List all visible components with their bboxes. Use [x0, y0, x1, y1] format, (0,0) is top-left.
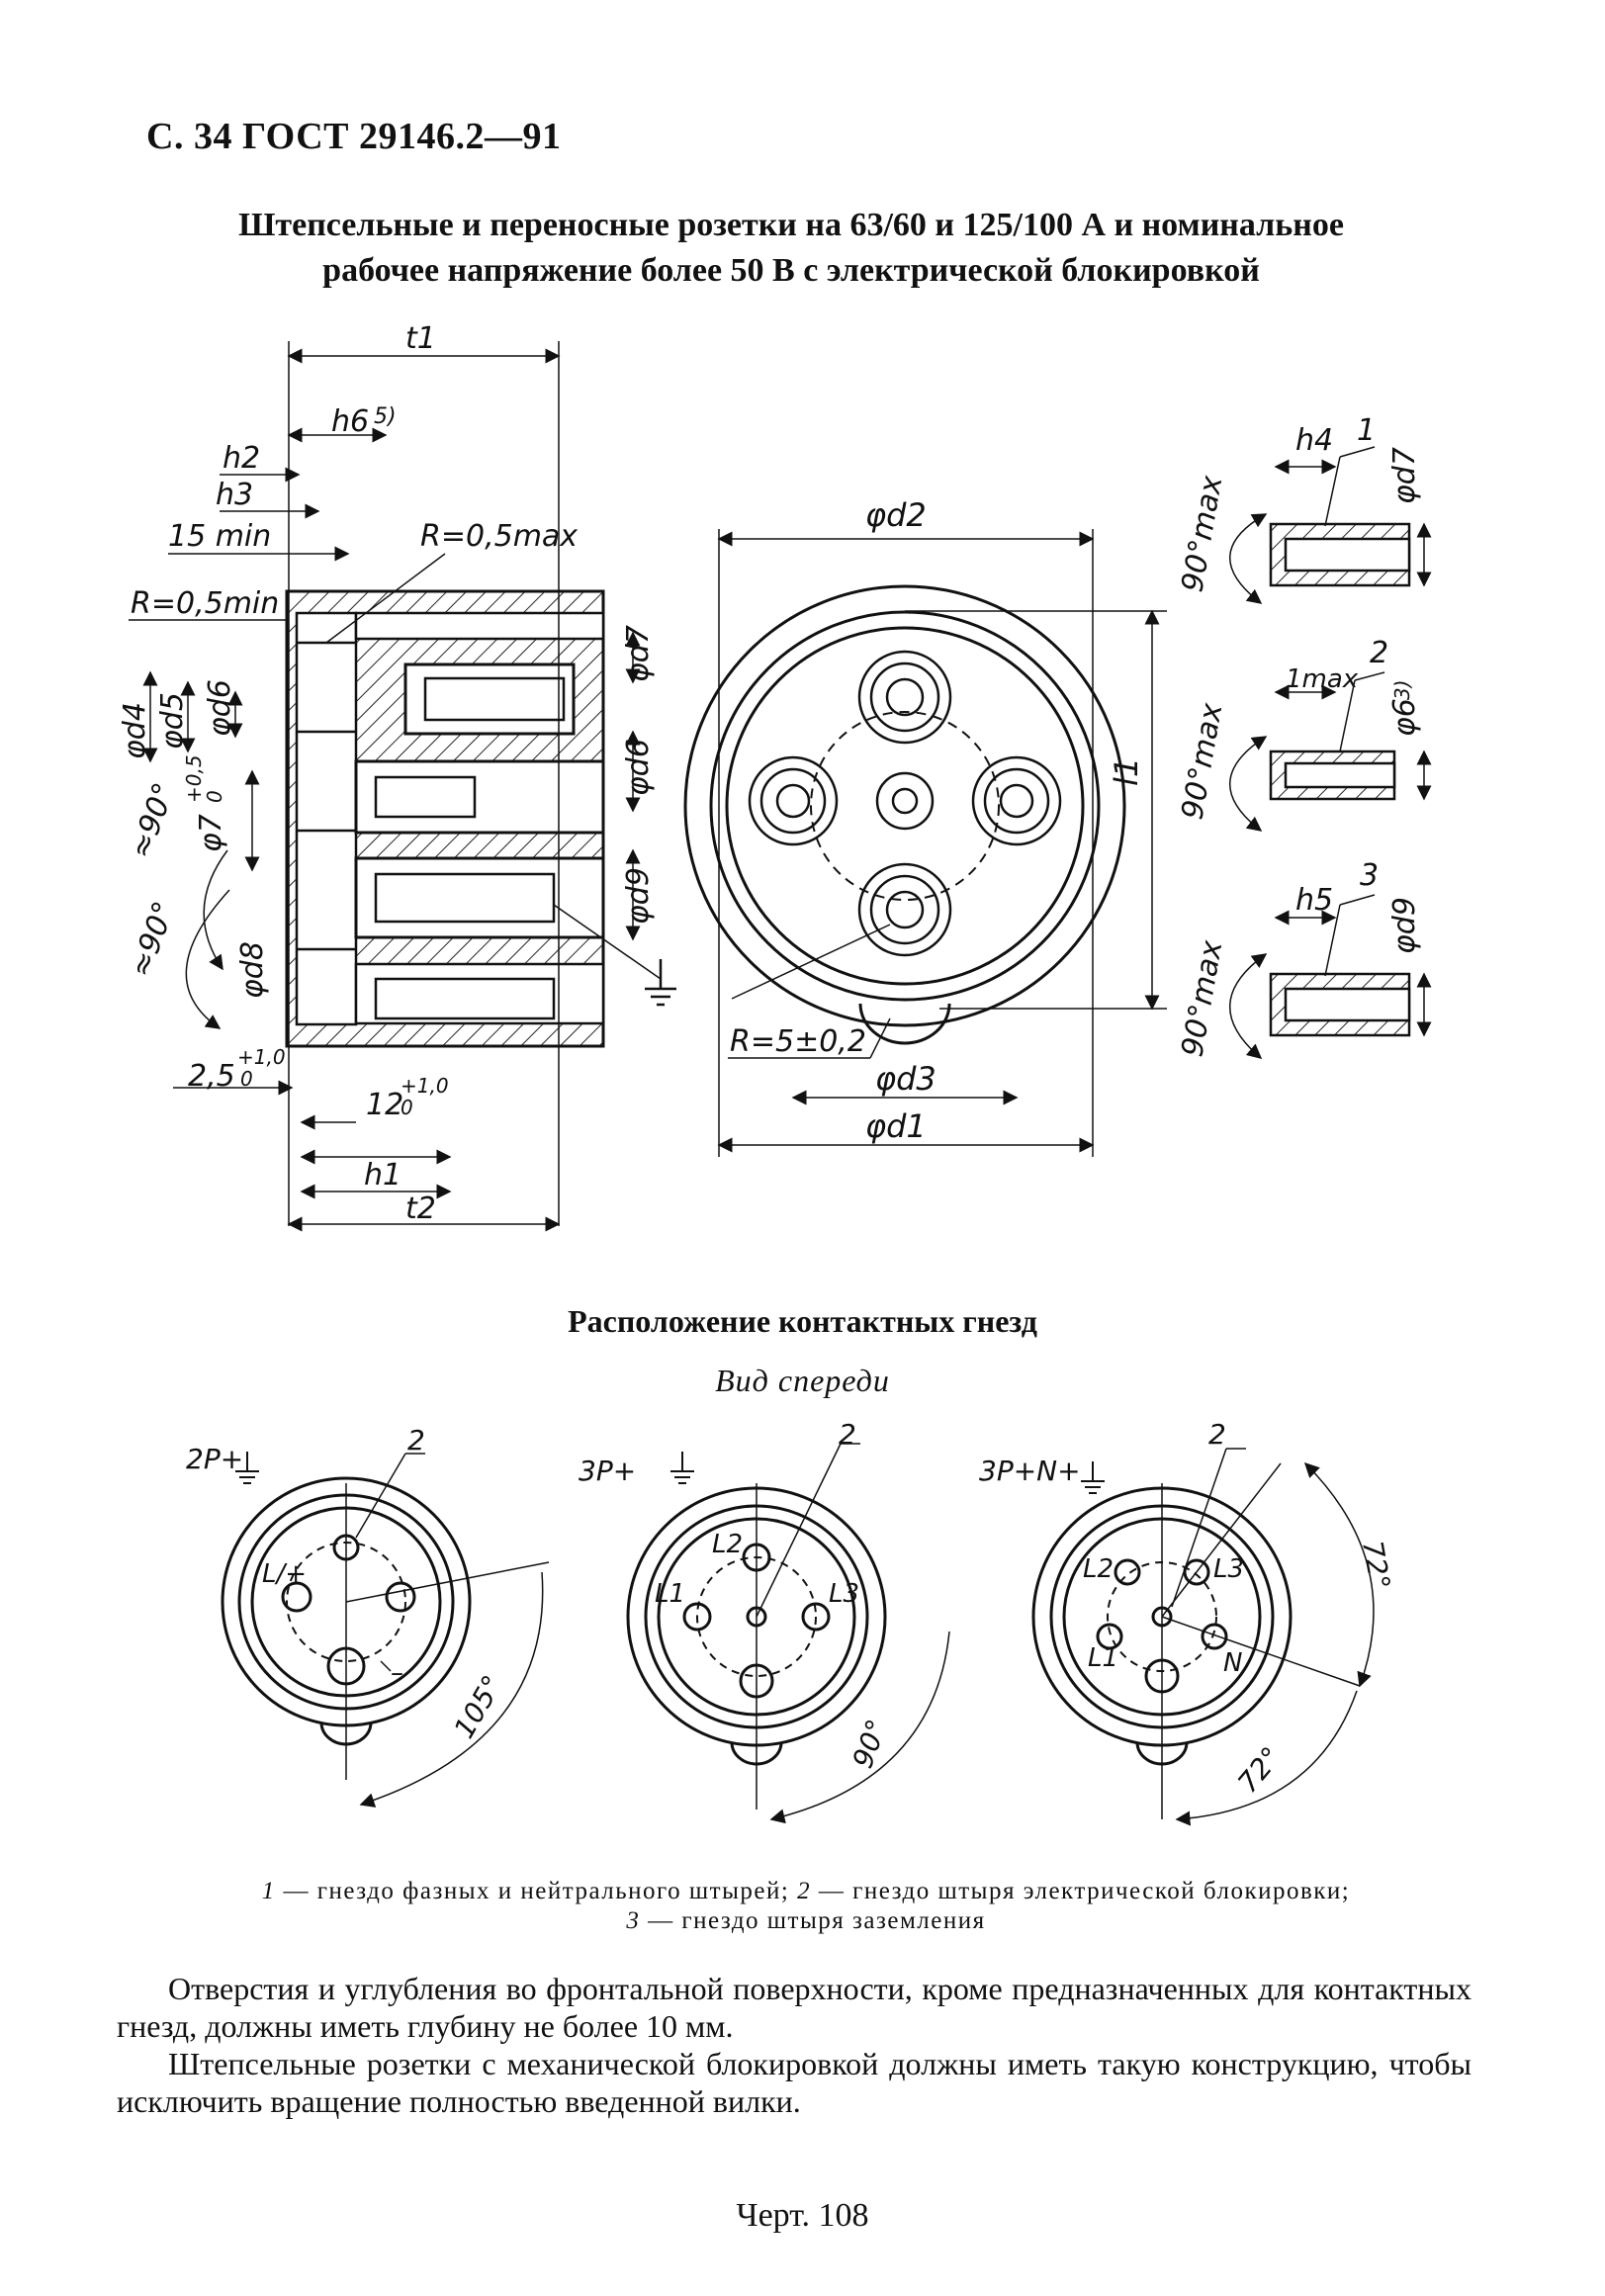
dim-l1: l1	[1108, 757, 1145, 786]
dim-12-sub: 0	[401, 1096, 413, 1119]
detail-3-h5: h5	[1295, 883, 1333, 918]
detail-1-angle: 90°max	[1175, 473, 1229, 594]
dim-t1: t1	[405, 321, 436, 356]
detail-2	[1229, 671, 1432, 832]
legend-text-2: — гнездо штыря электрической блокировки;	[811, 1878, 1351, 1904]
angle-90-2: ≈90°	[124, 897, 183, 982]
view-label: Вид спереди	[715, 1363, 890, 1398]
title-line-2: рабочее напряжение более 50 В с электрич…	[322, 252, 1260, 289]
dim-d1: φd1	[865, 1107, 927, 1145]
dim-d7-sect: φd7	[621, 625, 656, 682]
detail-3-angle: 90°max	[1175, 937, 1229, 1059]
dim-2-5-sub: 0	[240, 1067, 253, 1091]
dim-d3: φd3	[875, 1060, 936, 1098]
dim-d6-left: φd6	[203, 679, 237, 737]
legend-text-3: — гнездо штыря заземления	[640, 1907, 986, 1934]
variant-3p-pin-l2: L2	[712, 1530, 743, 1559]
section-view	[285, 589, 676, 1048]
legend-num-3: 3	[626, 1907, 641, 1934]
arrangement-3p	[626, 1443, 950, 1824]
detail-3-callout: 3	[1360, 858, 1379, 893]
variant-3p-code: 3P+	[579, 1455, 636, 1487]
detail-2-1max: 1max	[1286, 664, 1359, 694]
dim-rmin: R=0,5min	[131, 586, 279, 621]
legend-line-2: 3 — гнездо штыря заземления	[148, 1906, 1464, 1936]
dim-2-5-sup: +1,0	[237, 1045, 286, 1069]
legend-num-1: 1	[261, 1878, 276, 1904]
variant-3pn-pin-l3: L3	[1213, 1554, 1244, 1584]
dim-d4: φd4	[118, 702, 152, 759]
dim-phi7-sup: +0,5	[182, 754, 206, 803]
title-line-1: Штепсельные и переносные розетки на 63/6…	[238, 207, 1344, 243]
variant-2p-code: 2P+	[186, 1443, 243, 1475]
dim-h6: h6	[331, 404, 369, 439]
dim-d2: φd2	[865, 496, 927, 534]
dim-t2: t2	[405, 1192, 436, 1226]
dim-12: 12	[366, 1088, 403, 1122]
angle-90-1: ≈90°	[124, 778, 183, 863]
detail-1	[1229, 446, 1432, 604]
dim-2-5: 2,5	[188, 1059, 235, 1094]
paragraph-2-text: Штепсельные розетки с механической блоки…	[117, 2046, 1471, 2119]
detail-2-note: 3)	[1390, 679, 1414, 700]
dim-r: R=5±0,2	[730, 1024, 866, 1059]
dim-phi7: φ7	[194, 814, 228, 852]
detail-1-callout: 1	[1357, 413, 1376, 448]
paragraph-2: Штепсельные розетки с механической блоки…	[117, 2045, 1471, 2120]
dim-d6-sect: φd6	[621, 739, 656, 796]
earth-symbols	[235, 1452, 1105, 1494]
dim-d5: φd5	[155, 692, 190, 750]
dim-rmax: R=0,5max	[420, 519, 578, 554]
figure-caption: Черт. 108	[736, 2197, 869, 2234]
paragraph-1: Отверстия и углубления во фронтальной по…	[117, 1970, 1471, 2045]
detail-1-h4: h4	[1295, 423, 1333, 458]
dim-phi7-sub: 0	[203, 790, 226, 803]
variant-3p-pin-l1: L1	[655, 1579, 685, 1609]
variant-3p-callout: 2	[839, 1418, 856, 1451]
dim-15min: 15 min	[168, 519, 271, 554]
variant-3pn-pin-n: N	[1223, 1648, 1242, 1678]
variant-3p-pin-l3: L3	[829, 1579, 859, 1609]
dim-d9-sect: φd9	[621, 867, 656, 925]
legend-num-2: 2	[797, 1878, 812, 1904]
dim-d8: φd8	[235, 941, 270, 999]
front-view	[683, 584, 1126, 1045]
variant-3pn-pin-l1: L1	[1088, 1643, 1118, 1673]
variant-3pn-pin-l2: L2	[1083, 1554, 1114, 1584]
arrangement-subtitle: Расположение контактных гнезд	[568, 1303, 1037, 1339]
detail-2-callout: 2	[1370, 636, 1388, 670]
dim-h2: h2	[223, 441, 260, 476]
paragraph-1-text: Отверстия и углубления во фронтальной по…	[117, 1971, 1471, 2044]
legend-text-1: — гнездо фазных и нейтрального штырей;	[275, 1878, 798, 1904]
variant-2p-callout: 2	[407, 1424, 425, 1457]
dim-h3: h3	[216, 478, 253, 512]
arrangement-2p	[221, 1453, 550, 1808]
variant-3pn-callout: 2	[1208, 1418, 1226, 1451]
legend-line-1: 1 — гнездо фазных и нейтрального штырей;…	[148, 1877, 1464, 1906]
variant-2p-angle: 105°	[447, 1670, 508, 1744]
detail-3-d9: φd9	[1387, 897, 1422, 954]
page-header: С. 34 ГОСТ 29146.2—91	[146, 116, 562, 157]
detail-2-d6: φ6	[1387, 698, 1422, 737]
arrangement-3pn	[1031, 1448, 1375, 1826]
variant-3pn-code: 3P+N+	[979, 1455, 1081, 1487]
detail-3	[1229, 894, 1432, 1059]
variant-2p-pin-g: –	[391, 1658, 403, 1688]
detail-1-d7: φd7	[1387, 447, 1422, 504]
dim-12-sup: +1,0	[401, 1074, 449, 1098]
variant-2p-pin-l: L/+	[262, 1559, 307, 1589]
variant-3pn-angle-top: 72°	[1356, 1538, 1396, 1592]
dim-h1: h1	[364, 1158, 401, 1192]
note-5: 5)	[374, 404, 397, 429]
detail-2-angle: 90°max	[1175, 700, 1229, 822]
